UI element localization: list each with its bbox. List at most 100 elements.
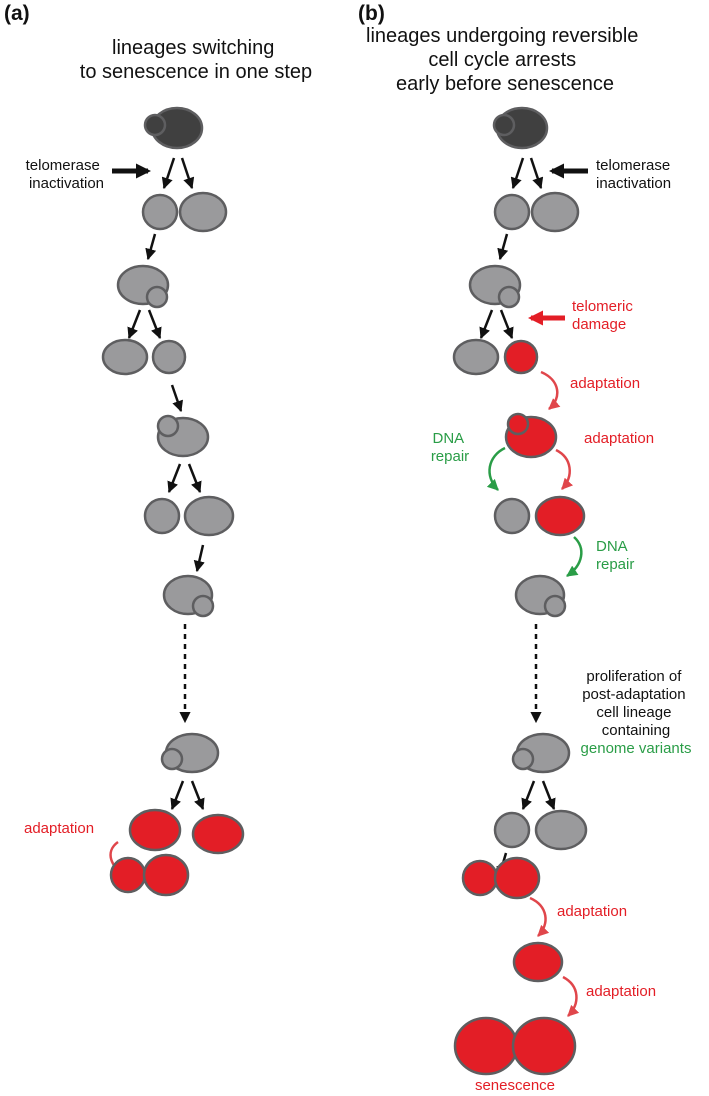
daughter-cell	[178, 191, 228, 233]
panel-b-title: lineages undergoing reversible cell cycl…	[366, 25, 644, 95]
dna-repair-left-line-1: DNA	[432, 430, 464, 447]
dna-repair-arrow-right	[566, 536, 583, 578]
division-arrow	[147, 309, 162, 340]
telomeric-damage-line-1: telomeric	[572, 298, 633, 315]
panel-b: (b) lineages undergoing reversible cell …	[358, 2, 691, 1094]
lineage-arrow	[170, 384, 184, 413]
adaptation-label-3: adaptation	[557, 903, 627, 920]
proliferation-line-4: containing	[602, 722, 670, 739]
division-arrow	[170, 780, 185, 811]
bud	[543, 594, 567, 618]
adaptation-label-4: adaptation	[586, 983, 656, 1000]
dna-repair-arrow-left	[486, 446, 506, 491]
dna-repair-right-line-2: repair	[596, 556, 634, 573]
division-arrow	[187, 463, 202, 494]
panel-a-title-line-1: lineages switching	[112, 37, 274, 59]
bud	[506, 412, 530, 436]
cell-group-b0	[492, 106, 549, 150]
panel-b-telomerase-line-1: telomerase	[596, 157, 670, 174]
division-arrow	[180, 157, 195, 190]
proliferation-line-3: cell lineage	[596, 704, 671, 721]
daughter-cell	[183, 495, 235, 537]
panel-b-title-line-2: cell cycle arrests	[428, 49, 576, 71]
division-arrow	[499, 309, 514, 340]
cell-group-a0	[143, 106, 204, 150]
senescent-cell	[511, 1016, 577, 1076]
bud	[497, 285, 521, 309]
panel-a-title: lineages switching to senescence in one …	[80, 37, 312, 83]
bud	[492, 113, 516, 137]
division-arrow	[521, 780, 536, 811]
budding-cell	[160, 732, 220, 774]
adaptation-label-2: adaptation	[584, 430, 654, 447]
bud	[143, 113, 167, 137]
adapted-budding-cell	[504, 412, 558, 459]
daughter-cell	[452, 338, 500, 376]
adapted-cell	[109, 856, 147, 894]
division-arrow	[529, 157, 544, 190]
bud	[160, 747, 184, 771]
division-arrow	[190, 780, 205, 811]
budding-cell	[162, 574, 215, 618]
damaged-cell	[503, 339, 539, 375]
repaired-budding-cell	[514, 574, 567, 618]
dna-repair-right-line-1: DNA	[596, 538, 628, 555]
adaptation-label-1: adaptation	[570, 375, 640, 392]
budding-cell	[156, 414, 210, 458]
repaired-cell	[493, 497, 531, 535]
arrested-cell	[534, 495, 586, 537]
division-arrow	[161, 157, 176, 190]
arrested-cell	[512, 941, 564, 983]
senescent-cell	[453, 1016, 519, 1076]
proliferation-line-2: post-adaptation	[582, 686, 685, 703]
division-arrow	[479, 309, 494, 340]
daughter-cell	[493, 193, 531, 231]
lineage-arrow	[497, 233, 509, 261]
proliferation-label: proliferation of post-adaptation cell li…	[582, 668, 690, 739]
panel-a: (a) lineages switching to senescence in …	[4, 2, 312, 897]
panel-a-telomerase-line-1: telomerase	[26, 157, 100, 174]
adapted-cell-pair	[109, 853, 190, 897]
division-arrow	[510, 157, 525, 190]
budding-cell	[116, 264, 170, 309]
division-arrow	[127, 309, 142, 340]
adapted-cell	[142, 853, 190, 897]
bud	[156, 414, 180, 438]
division-arrow	[541, 780, 556, 811]
daughter-cell	[493, 811, 531, 849]
lineage-arrow	[193, 544, 205, 573]
panel-a-title-line-2: to senescence in one step	[80, 61, 312, 83]
arrested-cell	[128, 808, 182, 852]
bud	[191, 594, 215, 618]
adapted-cell-pair	[461, 856, 541, 900]
panel-a-label: (a)	[4, 2, 30, 25]
panel-a-telomerase-label: telomerase inactivation	[26, 157, 104, 192]
adaptation-arrow-2	[555, 448, 573, 490]
division-arrow	[167, 463, 182, 494]
adaptation-arrow-1	[540, 370, 561, 410]
panel-b-title-line-1: lineages undergoing reversible	[366, 25, 638, 47]
budding-cell	[511, 732, 571, 774]
senescence-label: senescence	[475, 1077, 555, 1094]
genome-variants-label: genome variants	[581, 740, 692, 757]
panel-a-adaptation-label: adaptation	[24, 820, 94, 837]
bud	[145, 285, 169, 309]
adaptation-arrow-3	[529, 896, 550, 937]
daughter-cell	[530, 191, 580, 233]
dna-repair-label-right: DNA repair	[596, 538, 634, 573]
panel-b-telomerase-label: telomerase inactivation	[596, 157, 674, 192]
senescent-cell-pair	[453, 1016, 577, 1076]
daughter-cell	[141, 193, 179, 231]
telomeric-damage-label: telomeric damage	[572, 298, 637, 333]
telomeric-damage-line-2: damage	[572, 316, 626, 333]
proliferation-line-1: proliferation of	[586, 668, 682, 685]
daughter-cell	[534, 809, 588, 851]
dna-repair-left-line-2: repair	[431, 448, 469, 465]
adapted-cell	[461, 859, 499, 897]
panel-b-label: (b)	[358, 2, 385, 25]
daughter-cell	[101, 338, 149, 376]
bud	[511, 747, 535, 771]
lineage-arrow	[145, 233, 157, 261]
daughter-cell	[143, 497, 181, 535]
